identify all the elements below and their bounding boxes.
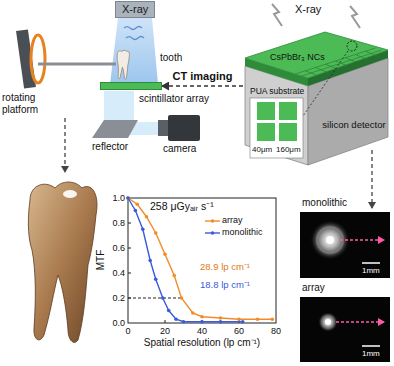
node-label: X-ray <box>122 3 148 16</box>
image-title: array <box>302 282 325 294</box>
tick-label: 0.8 <box>112 218 125 228</box>
rotation-ring <box>31 35 45 83</box>
tick-label: 40 <box>197 326 207 336</box>
tick-label: 0.6 <box>112 243 125 253</box>
tick-label: 0.2 <box>112 293 125 303</box>
tick-label: 80 <box>271 326 281 336</box>
zoom-panel <box>250 98 303 158</box>
dose-rate-label: 258 μGyₐᵢᵣ s⁻¹ <box>150 200 214 212</box>
legend-text: monolithic <box>222 227 263 237</box>
camera-lens <box>158 120 169 136</box>
scintillator-plate: scintillator array <box>100 82 162 90</box>
dashed-connector <box>162 85 243 86</box>
node-label: scintillator array <box>139 93 209 105</box>
resolution-value: 18.8 lp cm⁻¹ <box>200 280 250 291</box>
zoom-circle <box>347 41 357 51</box>
node-label: silicon detector <box>321 120 387 131</box>
tooth-sample <box>117 50 129 79</box>
connector-label: CT imaging <box>171 70 235 83</box>
xray-beam <box>110 18 158 84</box>
scale-label: 1mm <box>362 349 380 358</box>
monolithic-curve <box>128 198 243 322</box>
material-label: PUA substrate <box>250 87 304 97</box>
spot-images <box>300 212 390 362</box>
mtf-chart <box>126 196 276 323</box>
axis-title: Spatial resolution (lp cm⁻¹) <box>144 337 260 349</box>
part-label: camera <box>163 143 196 155</box>
part-label: rotating platform <box>2 92 46 115</box>
dashed-arrow <box>64 118 65 172</box>
tick-label: 20 <box>160 326 170 336</box>
resolution-value: 28.9 lp cm⁻¹ <box>200 262 250 273</box>
scale-label: 1mm <box>362 266 380 275</box>
dimension-label: 160μm <box>276 145 301 154</box>
xray-label: X-ray <box>295 3 321 16</box>
light-path <box>104 91 134 124</box>
dashed-arrow <box>371 150 372 208</box>
legend-sample <box>205 230 220 236</box>
legend-text: array <box>222 215 243 225</box>
legend-sample <box>205 218 220 224</box>
xray-source: X-ray <box>115 1 155 18</box>
tick-label: 0 <box>125 326 130 336</box>
tick-label: 0.0 <box>112 318 125 328</box>
tooth-render <box>28 182 97 342</box>
camera-body <box>168 115 200 141</box>
image-title: monolithic <box>302 197 347 209</box>
part-label: tooth <box>160 52 182 64</box>
tick-label: 60 <box>234 326 244 336</box>
tick-label: 0.4 <box>112 268 125 278</box>
scintillator-array-top <box>245 32 388 78</box>
part-label: reflector <box>92 141 128 153</box>
tick-label: 1.0 <box>112 193 125 203</box>
material-label: CsPbBr₃ NCs <box>270 52 325 62</box>
dimension-label: 40μm <box>252 145 272 154</box>
reflector-mirror <box>92 120 138 138</box>
axis-title: MTF <box>95 250 107 271</box>
detector-schematic <box>245 4 388 208</box>
